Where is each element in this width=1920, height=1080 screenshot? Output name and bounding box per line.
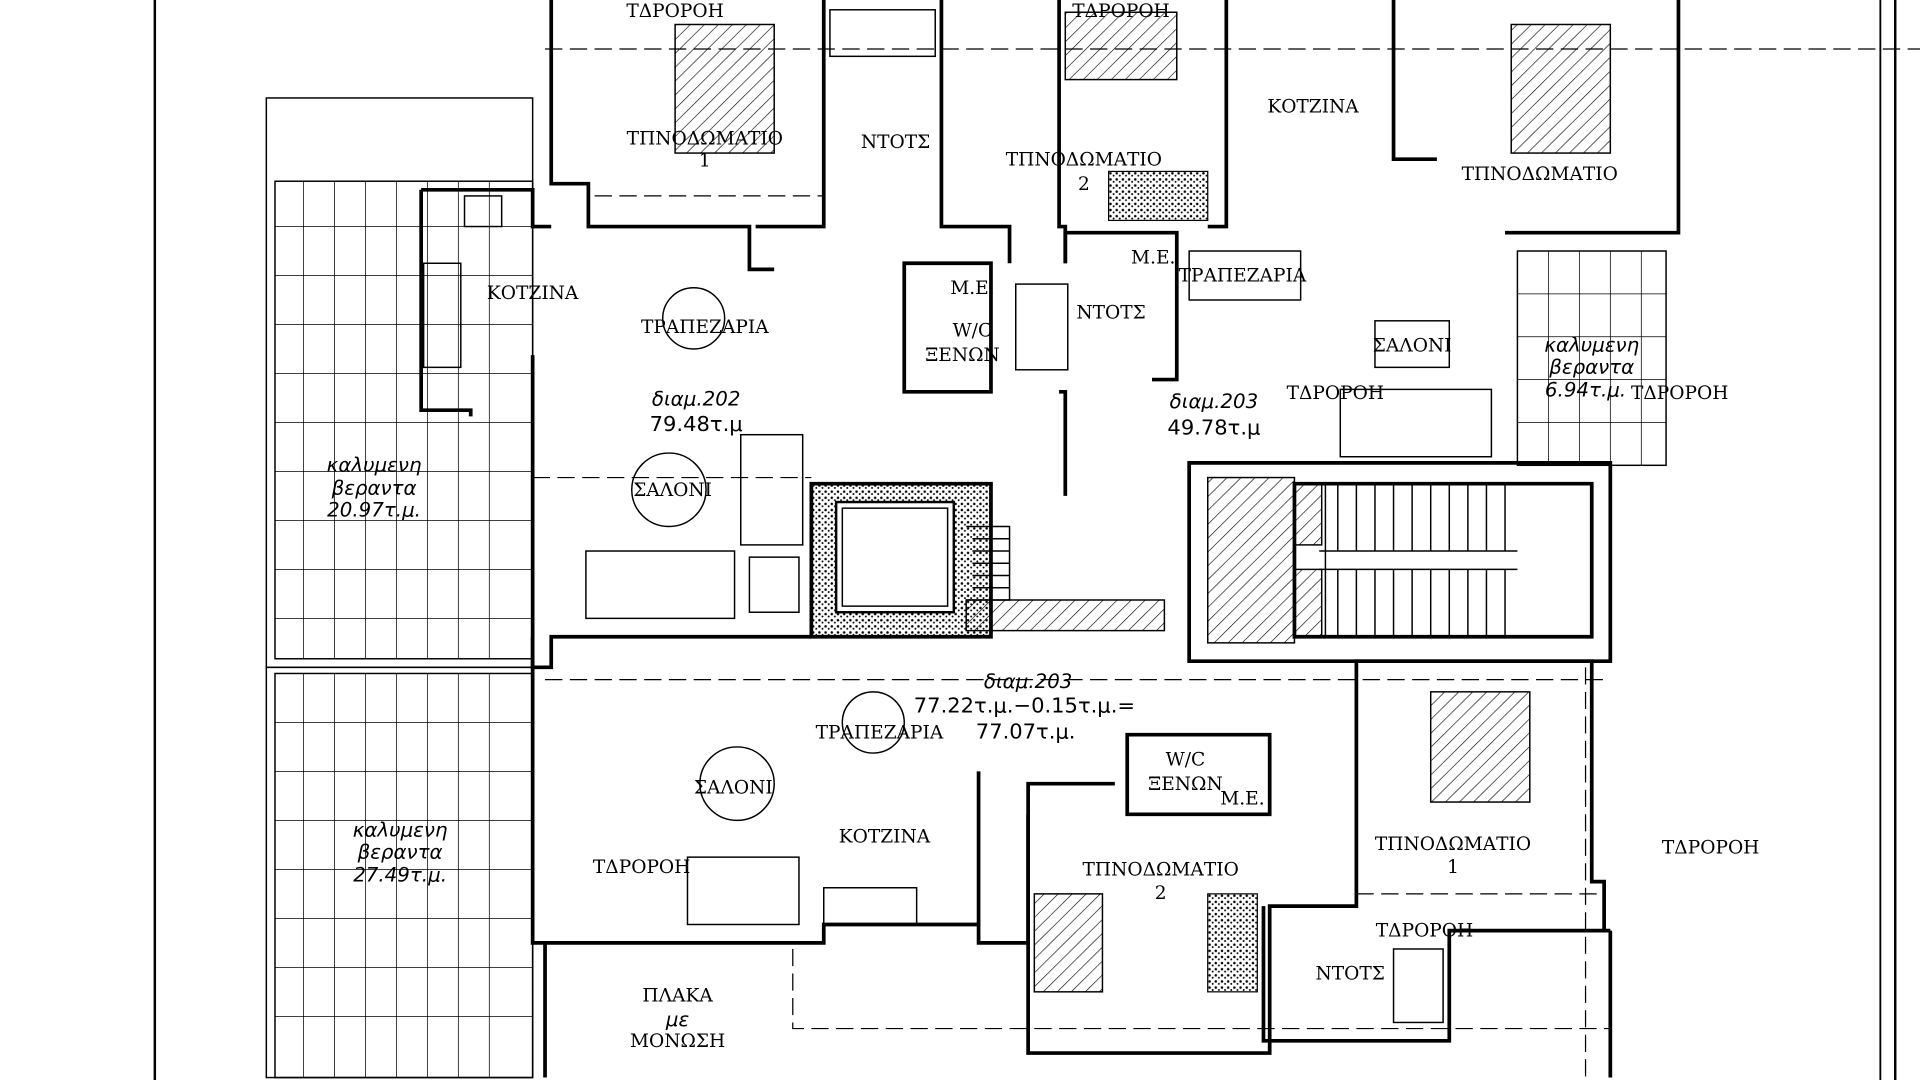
room-labels: ΤΔΡΟΡΟΗ ΤΔΡΟΡΟΗ ΤΠΝΟΔΩΜΑΤΙΟ 1 ΝΤΟΤΣ ΤΠΝΟ… xyxy=(327,1,1760,1052)
me-label: Μ.Ε. xyxy=(950,278,994,299)
wc-label: W/C xyxy=(1166,749,1206,770)
drain-label: ΤΔΡΟΡΟΗ xyxy=(1631,383,1728,404)
veranda-area: 20.97τ.μ. xyxy=(327,499,421,522)
bedroom-label: ΤΠΝΟΔΩΜΑΤΙΟ xyxy=(1462,164,1618,185)
drain-label: ΤΔΡΟΡΟΗ xyxy=(1072,1,1169,22)
bedroom-label: ΤΠΝΟΔΩΜΑΤΙΟ xyxy=(1375,834,1531,855)
bedroom-number: 2 xyxy=(1078,174,1090,195)
drain-label: ΤΔΡΟΡΟΗ xyxy=(1287,383,1384,404)
apartment-area-calc: 77.22τ.μ.−0.15τ.μ.= xyxy=(914,694,1135,718)
insulation-label: ΜΟΝΩΣΗ xyxy=(630,1031,725,1052)
guests-label: ΞΕΝΩΝ xyxy=(1148,774,1223,795)
bedroom-label: ΤΠΝΟΔΩΜΑΤΙΟ xyxy=(1083,860,1239,881)
covered-label: καλυμενη xyxy=(1544,334,1639,357)
apartment-name: διαμ.202 xyxy=(652,387,741,410)
veranda-label: βεραντα xyxy=(331,477,417,500)
living-label: ΣΑΛΟΝΙ xyxy=(694,778,773,799)
living-label: ΣΑΛΟΝΙ xyxy=(1373,336,1452,357)
bedroom-label: ΤΠΝΟΔΩΜΑΤΙΟ xyxy=(627,129,783,150)
drain-label: ΤΔΡΟΡΟΗ xyxy=(1662,838,1759,859)
apartment-area: 77.07τ.μ. xyxy=(976,719,1076,743)
apartment-area: 79.48τ.μ xyxy=(650,412,743,436)
drain-label: ΤΔΡΟΡΟΗ xyxy=(593,857,690,878)
furniture xyxy=(422,9,1493,1024)
living-label: ΣΑΛΟΝΙ xyxy=(633,480,712,501)
veranda-label: βεραντα xyxy=(1548,356,1634,379)
shower-label: ΝΤΟΤΣ xyxy=(1076,302,1145,323)
bedroom-number: 1 xyxy=(1447,857,1459,878)
me-label: Μ.Ε. xyxy=(1220,789,1264,810)
drain-label: ΤΔΡΟΡΟΗ xyxy=(626,1,723,22)
kitchen-label: ΚΟΤΖΙΝΑ xyxy=(839,827,931,848)
shower-label: ΝΤΟΤΣ xyxy=(861,132,930,153)
stair-and-lift xyxy=(810,476,1518,644)
dining-label: ΤΡΑΠΕΖΑΡΙΑ xyxy=(816,722,944,743)
drain-label: ΤΔΡΟΡΟΗ xyxy=(1376,921,1473,942)
slab-label: ΠΛΑΚΑ xyxy=(642,986,713,1007)
sheet-frame xyxy=(153,0,1897,1080)
kitchen-label: ΚΟΤΖΙΝΑ xyxy=(487,283,579,304)
veranda-area: 6.94τ.μ. xyxy=(1545,379,1626,402)
apartment-area: 49.78τ.μ xyxy=(1167,416,1260,440)
covered-label: καλυμενη xyxy=(353,818,448,841)
veranda-area: 27.49τ.μ. xyxy=(353,864,447,887)
beds xyxy=(674,11,1612,993)
verandas-tiled xyxy=(265,97,1667,1079)
apartment-name: διαμ.203 xyxy=(984,670,1073,693)
me-label: Μ.Ε. xyxy=(1131,247,1175,268)
slab-with-label: με xyxy=(665,1008,689,1031)
kitchen-label: ΚΟΤΖΙΝΑ xyxy=(1267,97,1359,118)
dashed-lines xyxy=(532,48,1920,1078)
guests-label: ΞΕΝΩΝ xyxy=(925,345,1000,366)
bedroom-label: ΤΠΝΟΔΩΜΑΤΙΟ xyxy=(1006,149,1162,170)
dining-label: ΤΡΑΠΕΖΑΡΙΑ xyxy=(1179,266,1307,287)
veranda-label: βεραντα xyxy=(357,840,443,863)
apartment-name: διαμ.203 xyxy=(1170,390,1259,413)
bedroom-number: 2 xyxy=(1155,883,1167,904)
dining-label: ΤΡΑΠΕΖΑΡΙΑ xyxy=(641,317,769,338)
covered-label: καλυμενη xyxy=(327,454,422,477)
wc-label: W/C xyxy=(953,321,993,342)
bedroom-number: 1 xyxy=(699,151,711,172)
shower-label: ΝΤΟΤΣ xyxy=(1315,964,1384,985)
